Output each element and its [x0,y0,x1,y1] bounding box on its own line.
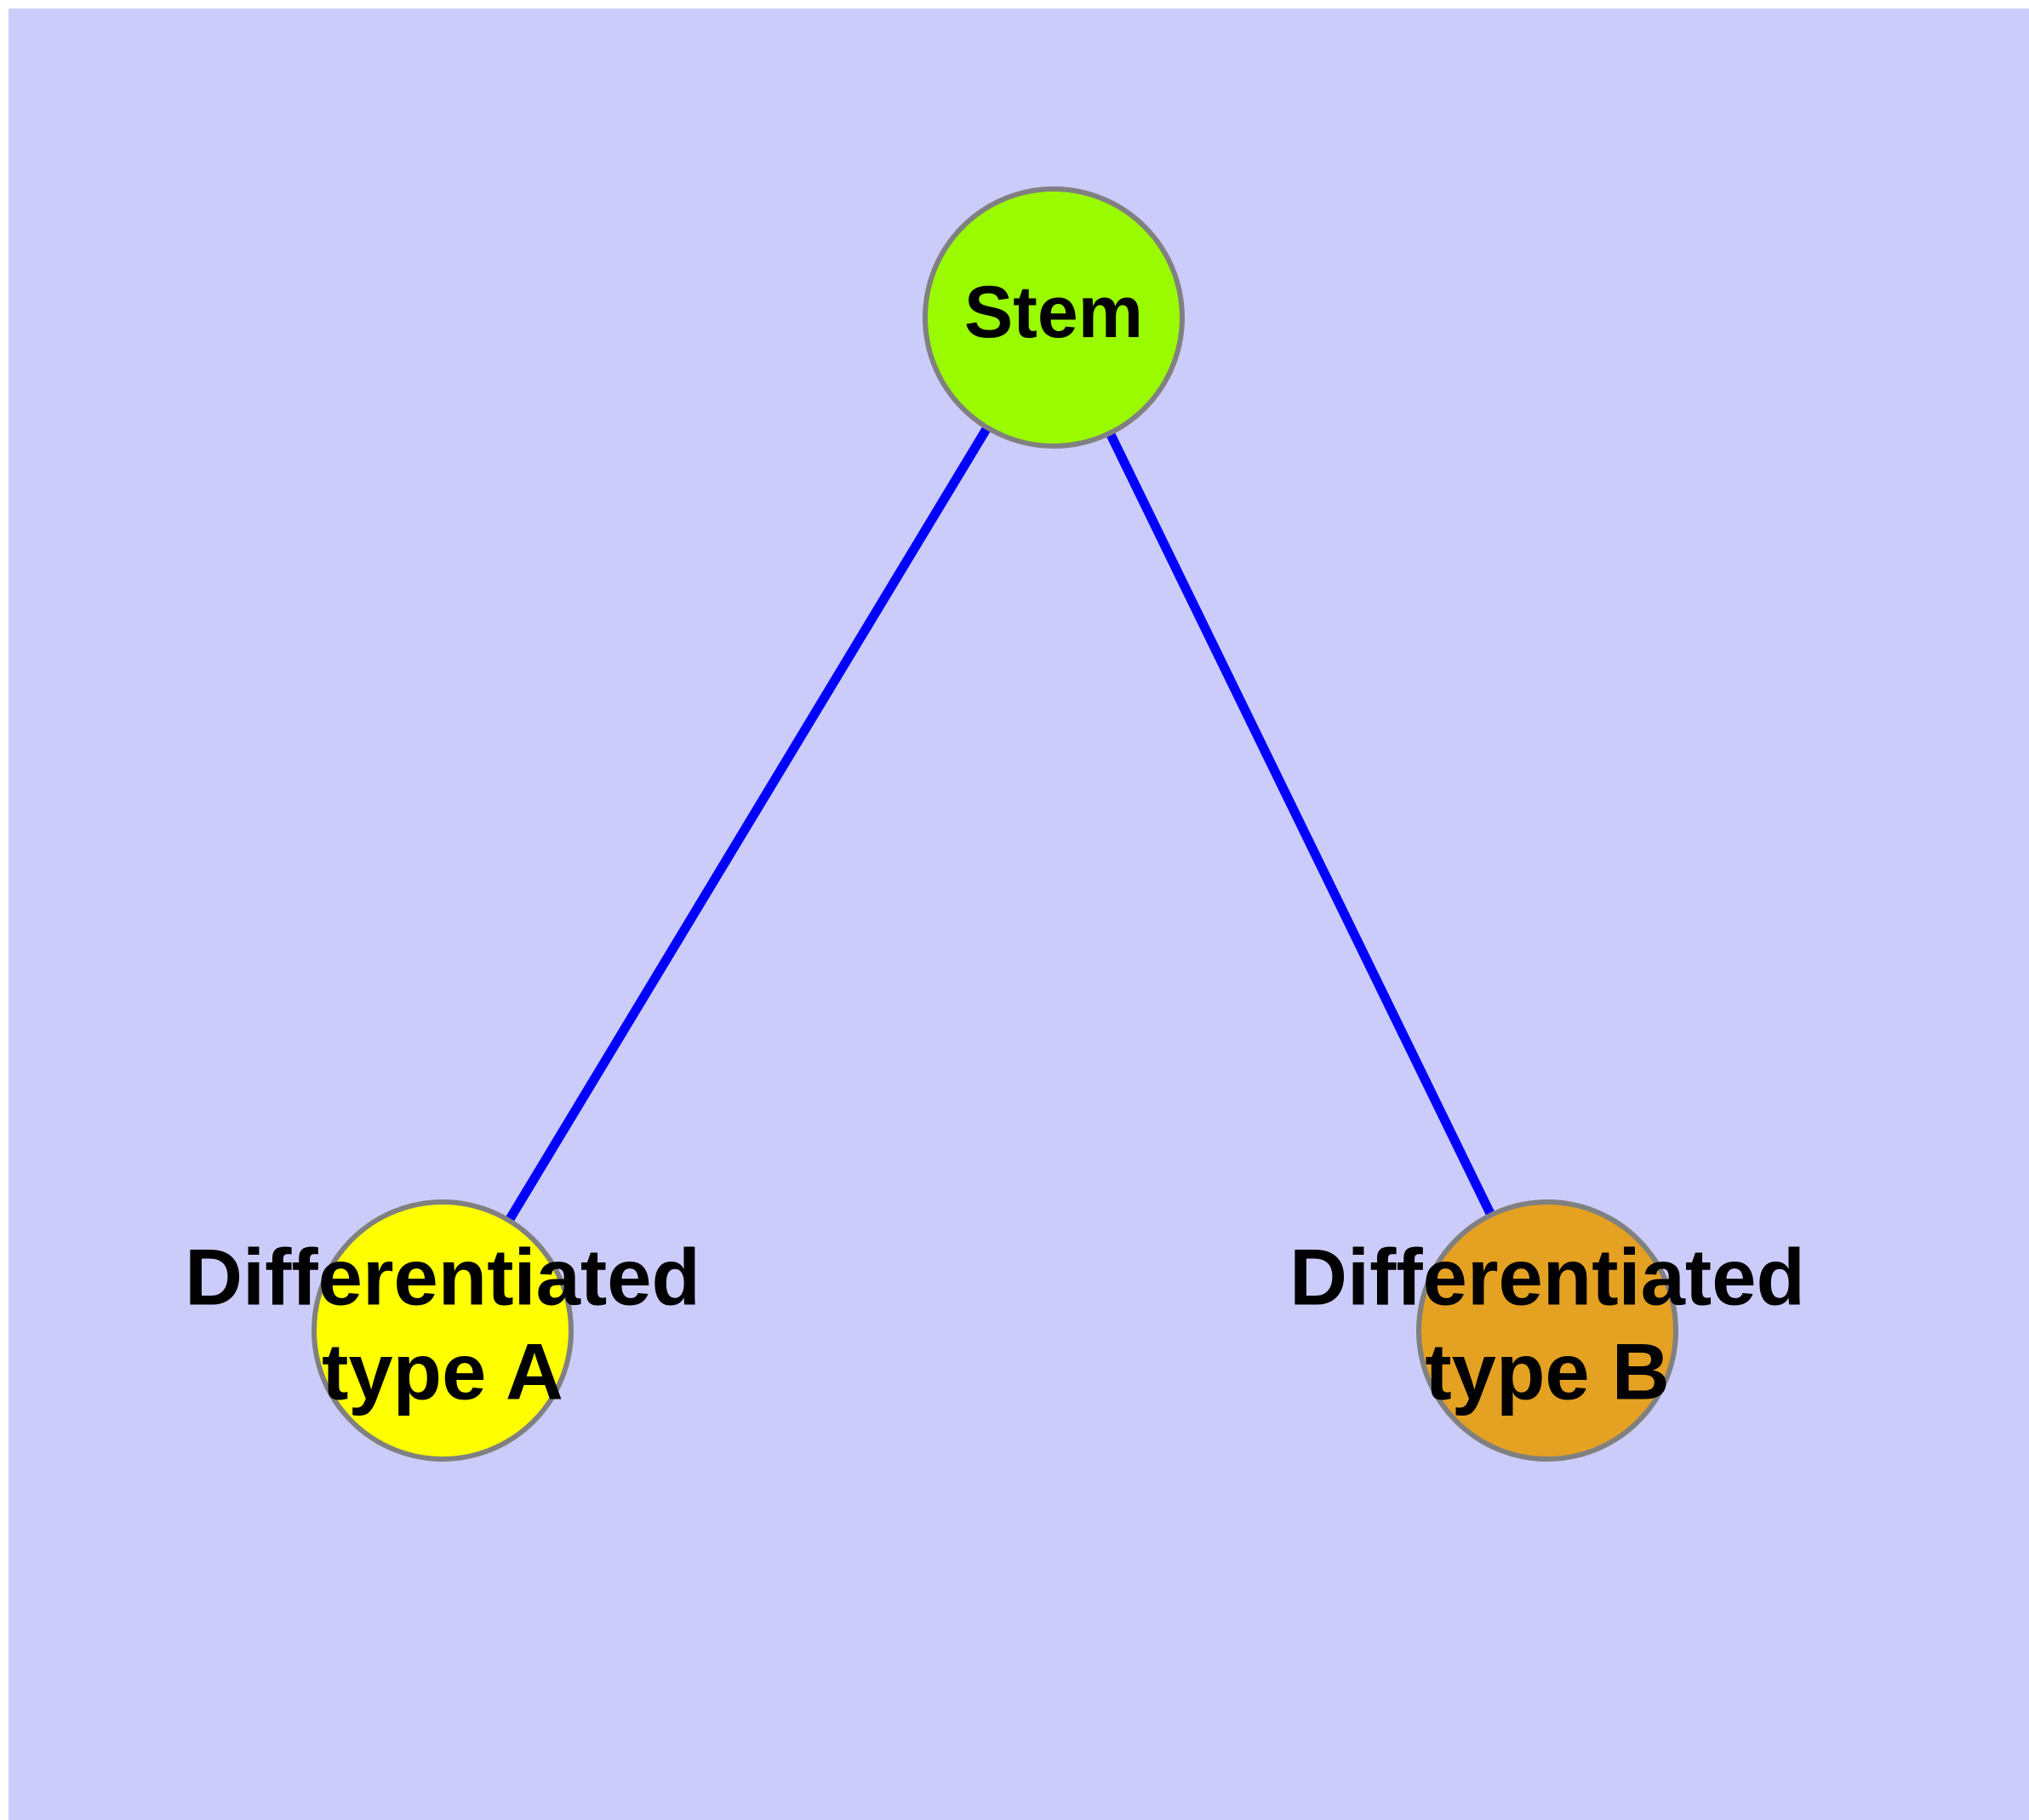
node-stem-label: Stem [964,272,1143,353]
edge-stem-to-differentiated-type-a[interactable] [438,315,1058,1333]
node-differentiated-type-b-circle[interactable] [1416,1199,1678,1462]
node-stem[interactable]: Stem [923,186,1185,449]
edges-layer [438,315,1552,1333]
node-differentiated-type-a-circle[interactable] [311,1199,574,1462]
edge-stem-to-differentiated-type-b[interactable] [1049,315,1552,1333]
node-stem-circle[interactable] [923,186,1185,449]
